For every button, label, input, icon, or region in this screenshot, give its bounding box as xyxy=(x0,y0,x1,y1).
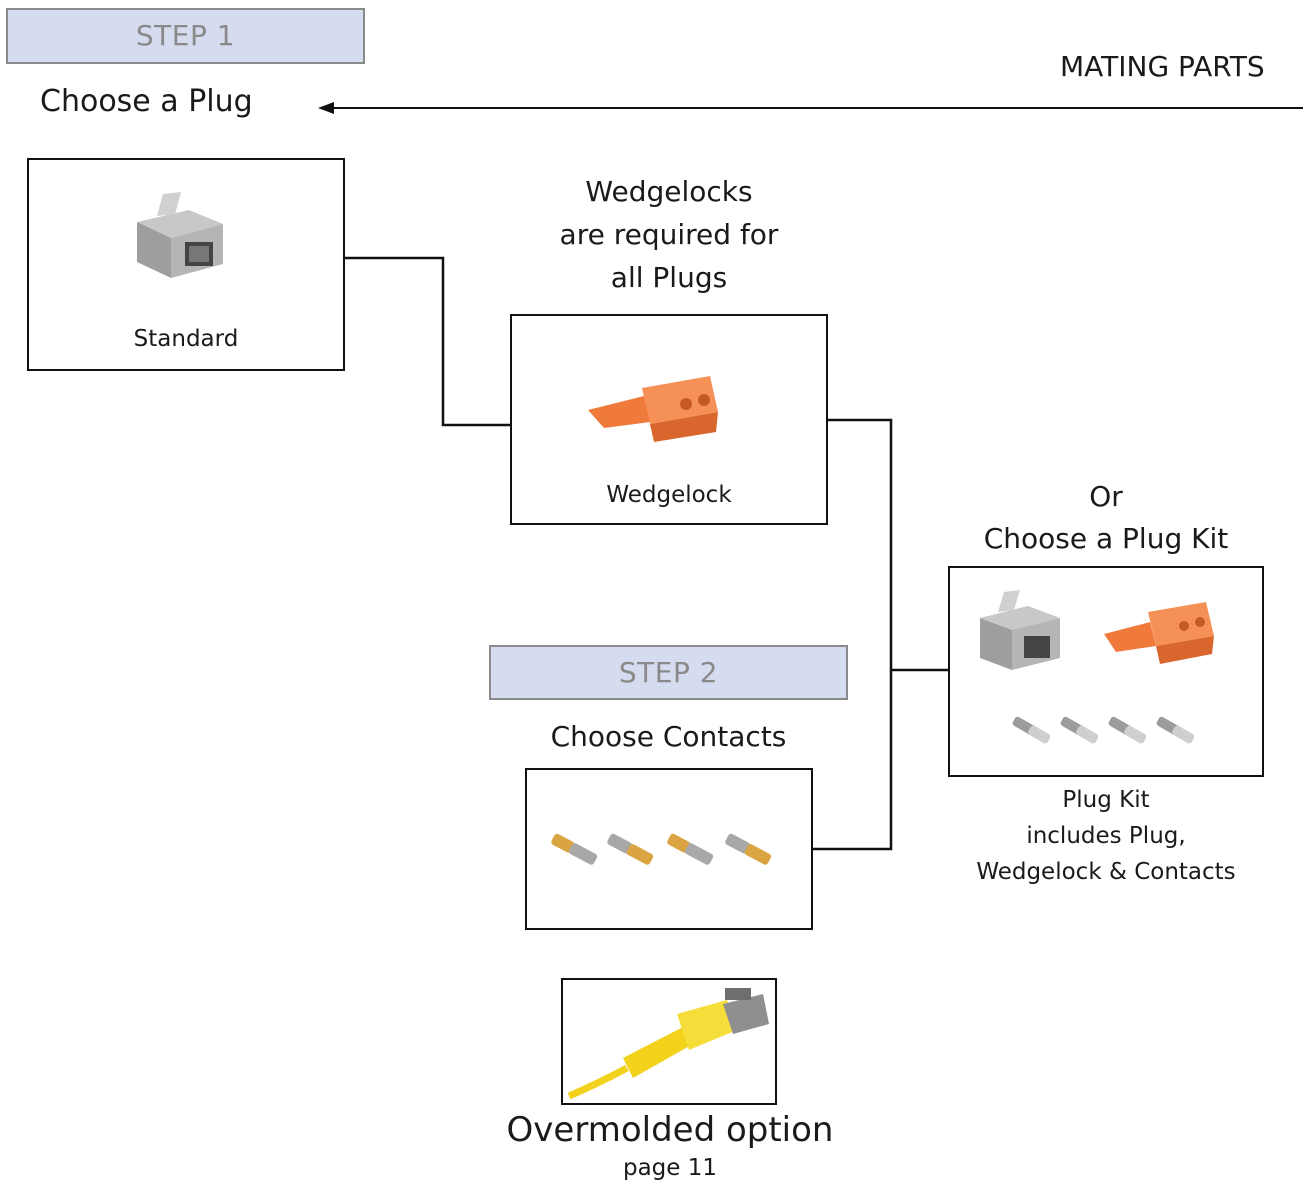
plug-kit-icon xyxy=(980,590,1214,744)
mating-parts-arrow xyxy=(318,102,1303,114)
overmolded-box[interactable] xyxy=(561,978,777,1105)
choose-contacts-heading: Choose Contacts xyxy=(550,720,787,753)
overmolded-page-link[interactable]: page 11 xyxy=(622,1155,718,1181)
wedgelock-label: Wedgelock xyxy=(606,482,732,508)
plug-kit-caption-line3: Wedgelock & Contacts xyxy=(976,859,1236,885)
wedgelock-note: Wedgelocks are required for all Plugs xyxy=(510,170,828,299)
plug-kit-caption-line1: Plug Kit xyxy=(1062,787,1150,813)
standard-plug-box[interactable]: Standard xyxy=(27,158,345,371)
choose-plug-heading: Choose a Plug xyxy=(40,84,253,119)
wedgelock-note-line3: all Plugs xyxy=(610,261,728,294)
wedgelock-note-line2: are required for xyxy=(559,218,779,251)
step2-badge: STEP 2 xyxy=(489,645,848,700)
wedgelock-note-line1: Wedgelocks xyxy=(585,175,753,208)
overmolded-title: Overmolded option xyxy=(506,1110,834,1150)
contacts-icon xyxy=(551,833,772,865)
contacts-box[interactable] xyxy=(525,768,813,930)
plug-kit-box[interactable] xyxy=(948,566,1264,777)
mating-parts-label: MATING PARTS xyxy=(1060,50,1265,83)
plug-kit-caption-line2: includes Plug, xyxy=(1026,823,1186,849)
step1-badge: STEP 1 xyxy=(6,8,365,64)
or-label: Or xyxy=(1089,480,1123,513)
plug-kit-caption: Plug Kit includes Plug, Wedgelock & Cont… xyxy=(940,782,1272,890)
wedgelock-box[interactable]: Wedgelock xyxy=(510,314,828,525)
choose-plug-kit-heading: Choose a Plug Kit xyxy=(983,522,1229,555)
orange-wedgelock-icon xyxy=(588,376,718,442)
gray-plug-icon xyxy=(137,192,223,278)
standard-label: Standard xyxy=(133,326,239,352)
overmolded-cable-icon xyxy=(567,988,769,1100)
